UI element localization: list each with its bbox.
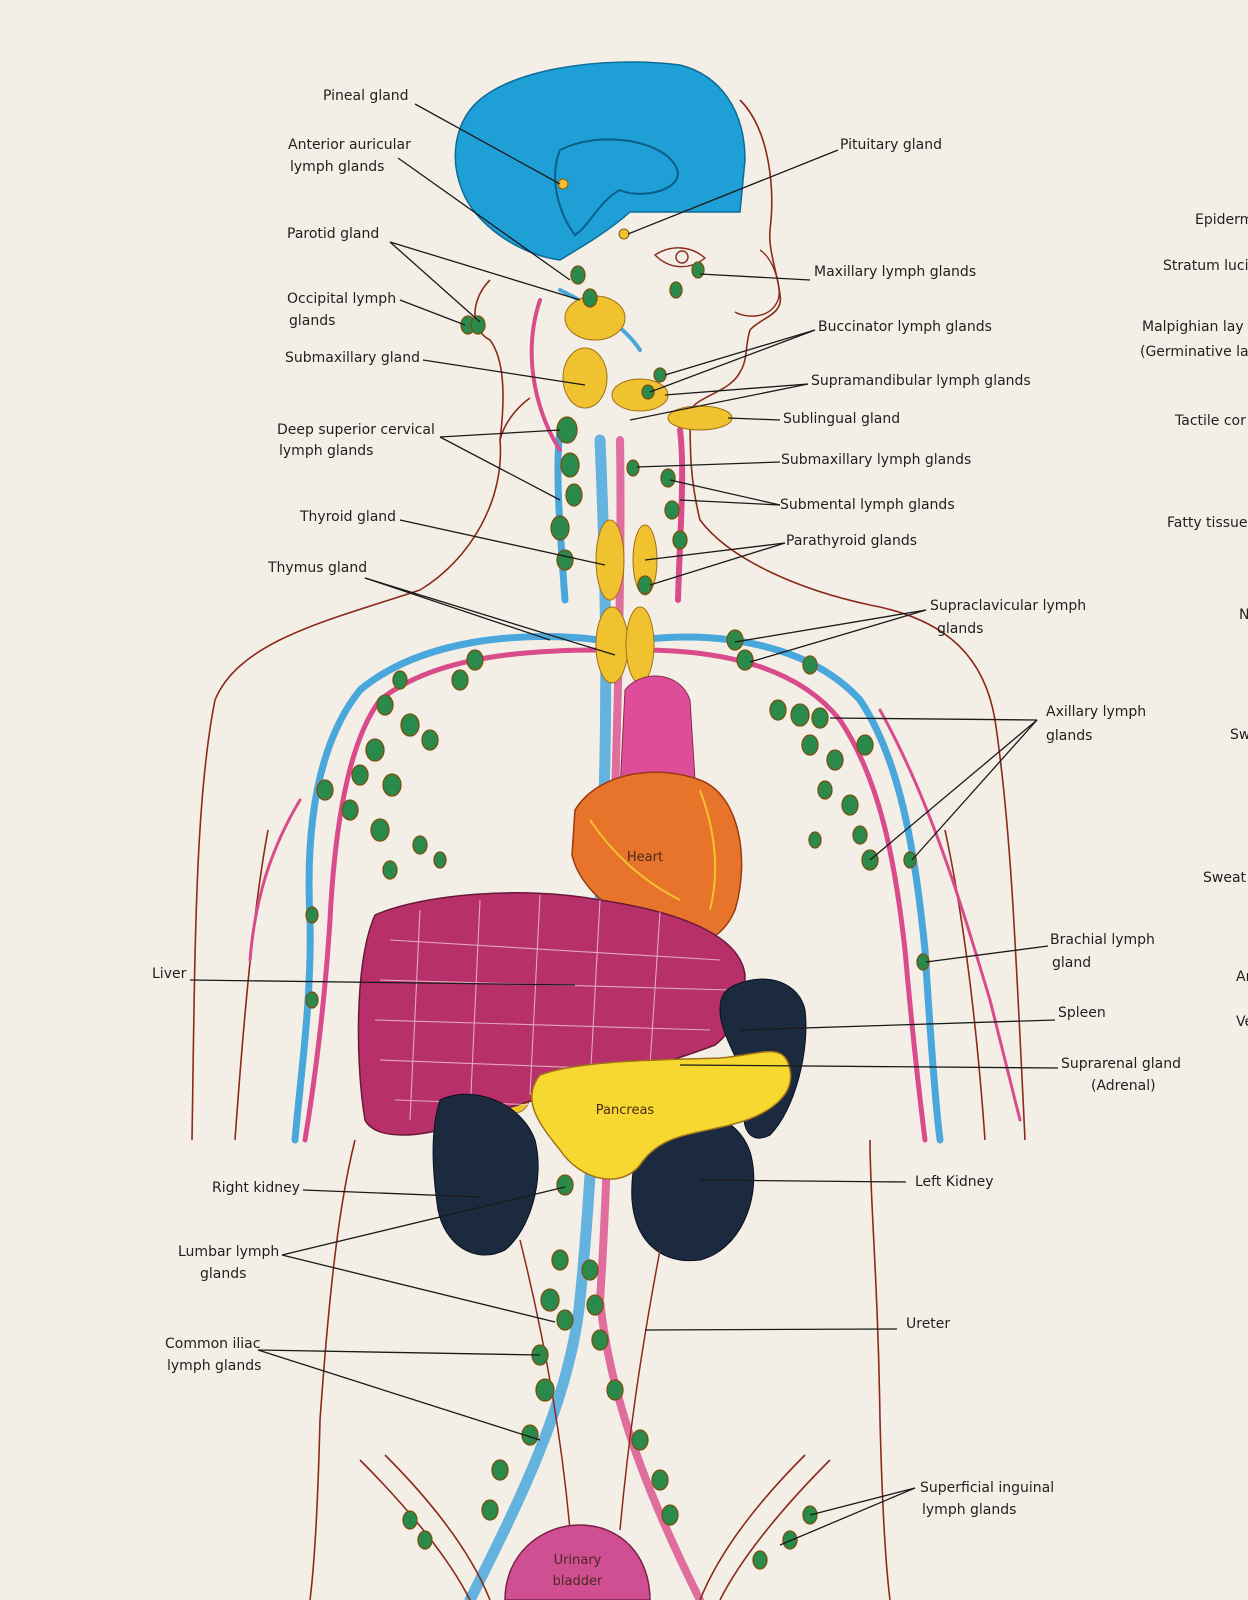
thymus-right bbox=[625, 606, 655, 684]
liver bbox=[357, 892, 746, 1136]
label-thymus-gland: Thymus gland bbox=[268, 560, 368, 576]
label-occipital-line1: Occipital lymph bbox=[287, 291, 397, 307]
label-heart: Heart bbox=[626, 850, 664, 865]
ureters bbox=[519, 1239, 661, 1531]
label-bladder-line1: Urinary bbox=[553, 1553, 602, 1568]
label-edge-fatty: Fatty tissue bbox=[1167, 515, 1248, 531]
label-inguinal-line1: Superficial inguinal bbox=[920, 1480, 1055, 1496]
glands bbox=[499, 295, 733, 1114]
label-supraclavicular-line1: Supraclavicular lymph bbox=[930, 598, 1087, 614]
brain-inner bbox=[554, 138, 679, 237]
left-kidney-shape bbox=[631, 1111, 755, 1262]
heart bbox=[571, 675, 743, 944]
label-edge-sw: Sw bbox=[1230, 727, 1248, 743]
brain bbox=[454, 61, 746, 261]
label-right-kidney: Right kidney bbox=[212, 1180, 300, 1196]
label-edge-malpighian-line2: (Germinative la bbox=[1140, 344, 1248, 360]
label-pituitary-gland: Pituitary gland bbox=[840, 137, 942, 153]
label-ureter: Ureter bbox=[906, 1316, 951, 1332]
label-parotid-gland: Parotid gland bbox=[287, 226, 380, 242]
right-kidney-shape bbox=[432, 1093, 539, 1256]
label-occipital-line2: glands bbox=[289, 313, 336, 329]
submaxillary-gland bbox=[562, 347, 608, 409]
label-submaxillary-gland: Submaxillary gland bbox=[285, 350, 421, 366]
label-pineal-gland: Pineal gland bbox=[323, 88, 409, 104]
thyroid-gland bbox=[595, 519, 625, 601]
label-suprarenal-line2: (Adrenal) bbox=[1091, 1078, 1156, 1094]
urinary-bladder-shape bbox=[504, 1524, 651, 1600]
label-inguinal-line2: lymph glands bbox=[922, 1502, 1017, 1518]
thymus-left bbox=[595, 606, 629, 684]
label-supraclavicular-line2: glands bbox=[937, 621, 984, 637]
label-lumbar-line2: glands bbox=[200, 1266, 247, 1282]
label-bladder-line2: bladder bbox=[552, 1574, 603, 1589]
label-edge-sweat: Sweat bbox=[1203, 870, 1247, 886]
label-lumbar-line1: Lumbar lymph bbox=[178, 1244, 280, 1260]
label-pancreas: Pancreas bbox=[595, 1103, 655, 1118]
label-axillary-line2: glands bbox=[1046, 728, 1093, 744]
label-edge-ve: Ve bbox=[1236, 1014, 1248, 1030]
label-brachial-line2: gland bbox=[1052, 955, 1092, 971]
label-axillary-line1: Axillary lymph bbox=[1046, 704, 1147, 720]
label-edge-malpighian-line1: Malpighian lay bbox=[1142, 319, 1244, 335]
label-supramandibular-lymph: Supramandibular lymph glands bbox=[811, 373, 1031, 389]
label-anterior-auricular-line2: lymph glands bbox=[290, 159, 385, 175]
label-sublingual-gland: Sublingual gland bbox=[783, 411, 901, 427]
label-submental-lymph: Submental lymph glands bbox=[780, 497, 955, 513]
label-iliac-line2: lymph glands bbox=[167, 1358, 262, 1374]
label-edge-stratum: Stratum luci bbox=[1163, 258, 1248, 274]
pineal-dot bbox=[557, 178, 569, 190]
label-maxillary-lymph: Maxillary lymph glands bbox=[814, 264, 977, 280]
label-deep-cervical-line2: lymph glands bbox=[279, 443, 374, 459]
supramandibular-glands bbox=[611, 378, 669, 412]
label-left-kidney: Left Kidney bbox=[915, 1174, 994, 1190]
label-spleen: Spleen bbox=[1058, 1005, 1106, 1021]
label-thyroid-gland: Thyroid gland bbox=[300, 509, 397, 525]
label-liver: Liver bbox=[152, 966, 187, 982]
label-parathyroid-glands: Parathyroid glands bbox=[786, 533, 918, 549]
label-edge-n: N bbox=[1239, 607, 1248, 623]
leader-lines bbox=[189, 103, 1059, 1546]
pituitary-dot bbox=[618, 228, 630, 240]
lymph-nodes bbox=[305, 261, 930, 1570]
pancreas-shape bbox=[530, 1050, 792, 1180]
label-edge-ar: Ar bbox=[1236, 969, 1248, 985]
label-edge-tactile: Tactile cor bbox=[1175, 413, 1246, 429]
label-anterior-auricular-line1: Anterior auricular bbox=[288, 137, 411, 153]
label-brachial-line1: Brachial lymph bbox=[1050, 932, 1155, 948]
label-edge-epiderm: Epiderm bbox=[1195, 212, 1248, 228]
sublingual-gland bbox=[667, 405, 733, 431]
face-outline bbox=[653, 247, 780, 317]
label-buccinator-lymph: Buccinator lymph glands bbox=[818, 319, 992, 335]
label-iliac-line1: Common iliac bbox=[165, 1336, 261, 1352]
label-suprarenal-line1: Suprarenal gland bbox=[1061, 1056, 1181, 1072]
label-submaxillary-lymph: Submaxillary lymph glands bbox=[781, 452, 972, 468]
label-deep-cervical-line1: Deep superior cervical bbox=[277, 422, 435, 438]
